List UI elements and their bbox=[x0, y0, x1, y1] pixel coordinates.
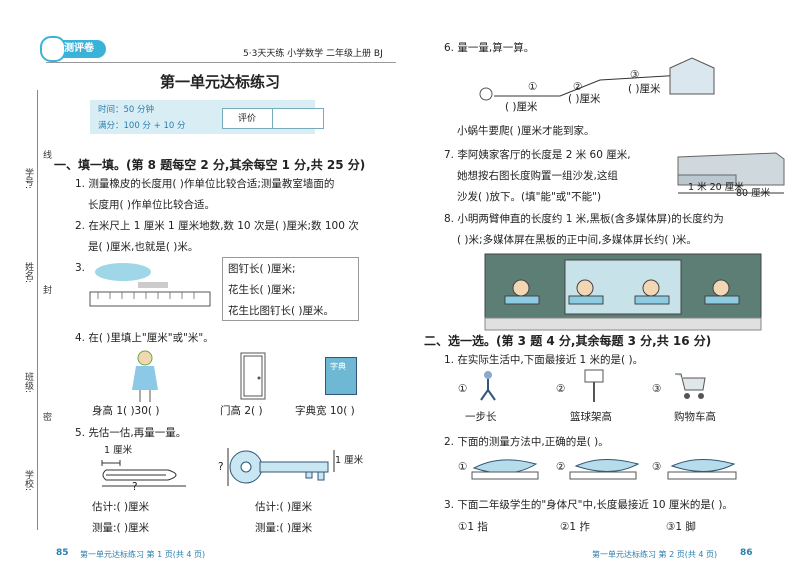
page-number-right: 86 bbox=[740, 548, 753, 558]
choice1-step: 一步长 bbox=[465, 411, 497, 423]
series-label: 5·3天天练 小学数学 二年级上册 BJ bbox=[243, 49, 383, 59]
seg1-unit: ( )厘米 bbox=[505, 101, 538, 113]
q7-line2: 她想按右图长度购置一组沙发,这组 bbox=[457, 170, 618, 182]
method3-number: ③ bbox=[652, 461, 662, 473]
q6-text: 6. 量一量,算一算。 bbox=[444, 42, 535, 54]
leaf-ruler-3 bbox=[667, 458, 737, 480]
side-xingming: 姓名: bbox=[23, 262, 33, 284]
section1-heading: 一、填一填。(第 8 题每空 2 分,其余每空 1 分,共 25 分) bbox=[54, 158, 366, 172]
q2-line2: 是( )厘米,也就是( )米。 bbox=[88, 241, 199, 253]
measure1: 测量:( )厘米 bbox=[92, 522, 150, 534]
seg3-unit: ( )厘米 bbox=[628, 83, 661, 95]
leaf-ruler-2 bbox=[569, 458, 640, 480]
q3-line1: 图钉长( )厘米; bbox=[228, 263, 296, 275]
score-label: 满分：100 分 + 10 分 bbox=[98, 121, 186, 131]
s2-q3: 3. 下面二年级学生的"身体尺"中,长度最接近 10 厘米的是( )。 bbox=[444, 499, 733, 511]
q2-line1: 2. 在米尺上 1 厘米 1 厘米地数,数 10 次是( )厘米;数 100 次 bbox=[75, 220, 359, 232]
side-mi: 密 bbox=[41, 412, 51, 421]
ruler-illustration bbox=[89, 263, 211, 307]
q7-line3: 沙发( )放下。(填"能"或"不能") bbox=[457, 191, 602, 203]
header-rule bbox=[46, 62, 396, 63]
door-illustration bbox=[240, 352, 266, 400]
cm-label1: 1 厘米 bbox=[104, 445, 133, 456]
shopping-cart-icon bbox=[675, 373, 706, 399]
sofa-length1: 1 米 20 厘米 bbox=[688, 182, 744, 193]
eval-divider bbox=[272, 108, 273, 129]
side-xuehao: 学号: bbox=[23, 168, 33, 190]
q4-item3: 字典宽 10( ) bbox=[295, 405, 355, 417]
q3-line3: 花生比图钉长( )厘米。 bbox=[228, 305, 335, 317]
binding-line bbox=[37, 90, 38, 530]
walker-icon bbox=[480, 371, 496, 401]
s2-q1: 1. 在实际生活中,下面最接近 1 米的是( )。 bbox=[444, 354, 644, 366]
badge-icon bbox=[40, 36, 66, 62]
q3-line2: 花生长( )厘米; bbox=[228, 284, 296, 296]
seg1-number: ① bbox=[528, 81, 538, 93]
page-title: 第一单元达标练习 bbox=[160, 73, 281, 91]
dictionary-label: 字典 bbox=[330, 362, 346, 371]
girl-illustration bbox=[132, 350, 158, 402]
choice1-cart: 购物车高 bbox=[674, 411, 716, 423]
q1-line1: 1. 测量橡皮的长度用( )作单位比较合适;测量教室墙面的 bbox=[75, 178, 335, 190]
sofa-illustration bbox=[677, 152, 785, 194]
eval-box bbox=[222, 108, 324, 129]
q7-line1: 7. 李阿姨家客厅的长度是 2 米 60 厘米, bbox=[444, 149, 631, 161]
side-banji: 班级: bbox=[23, 372, 33, 394]
side-xian: 线 bbox=[41, 150, 51, 159]
pin-illustration bbox=[101, 460, 186, 487]
q8-line1: 8. 小明两臂伸直的长度约 1 米,黑板(含多媒体屏)的长度约为 bbox=[444, 213, 724, 225]
q4-item2: 门高 2( ) bbox=[220, 405, 263, 417]
estimate2: 估计:( )厘米 bbox=[255, 501, 313, 513]
answer-finger: ①1 指 bbox=[458, 521, 488, 533]
badge-label: 测评卷 bbox=[64, 43, 94, 54]
q3-answer-box bbox=[222, 257, 359, 321]
key-illustration bbox=[227, 448, 335, 486]
s2-q2: 2. 下面的测量方法中,正确的是( )。 bbox=[444, 436, 609, 448]
seg3-number: ③ bbox=[630, 69, 640, 81]
snail-path-illustration bbox=[479, 57, 715, 101]
option2-number: ② bbox=[556, 383, 566, 395]
footer-right: 第一单元达标练习 第 2 页(共 4 页) bbox=[592, 550, 718, 559]
q8-line2: ( )米;多媒体屏在黑板的正中间,多媒体屏长约( )米。 bbox=[457, 234, 697, 246]
side-feng: 封 bbox=[41, 285, 51, 294]
method1-number: ① bbox=[458, 461, 468, 473]
question-mark1: ? bbox=[132, 481, 138, 493]
option1-number: ① bbox=[458, 383, 468, 395]
cm-label2: 1 厘米 bbox=[335, 455, 364, 466]
seg2-number: ② bbox=[573, 81, 583, 93]
eval-label: 评价 bbox=[238, 114, 257, 124]
option3-number: ③ bbox=[652, 383, 662, 395]
measure2: 测量:( )厘米 bbox=[255, 522, 313, 534]
q5-text: 5. 先估一估,再量一量。 bbox=[75, 427, 187, 439]
q4-text: 4. 在( )里填上"厘米"或"米"。 bbox=[75, 332, 214, 344]
sofa-length2: 80 厘米 bbox=[736, 188, 771, 199]
page-number-left: 85 bbox=[56, 548, 69, 558]
blackboard-illustration bbox=[484, 253, 762, 331]
dictionary-illustration bbox=[325, 357, 357, 395]
seg2-unit: ( )厘米 bbox=[568, 93, 601, 105]
q1-line2: 长度用( )作单位比较合适。 bbox=[88, 199, 216, 211]
basketball-hoop-icon bbox=[584, 369, 604, 402]
leaf-ruler-1 bbox=[471, 459, 539, 480]
method2-number: ② bbox=[556, 461, 566, 473]
q4-item1: 身高 1( )30( ) bbox=[92, 405, 160, 417]
answer-foot: ③1 脚 bbox=[666, 521, 696, 533]
time-label: 时间：50 分钟 bbox=[98, 105, 155, 115]
q6-summary: 小蜗牛要爬( )厘米才能到家。 bbox=[457, 125, 595, 137]
question-mark2: ? bbox=[218, 461, 224, 473]
section2-heading: 二、选一选。(第 3 题 4 分,其余每题 3 分,共 16 分) bbox=[424, 334, 712, 348]
choice1-hoop: 篮球架高 bbox=[570, 411, 612, 423]
answer-span: ②1 拃 bbox=[560, 521, 590, 533]
footer-left: 第一单元达标练习 第 1 页(共 4 页) bbox=[80, 550, 206, 559]
q3-number: 3. bbox=[75, 262, 86, 274]
side-xuexiao: 学校: bbox=[23, 470, 33, 492]
estimate1: 估计:( )厘米 bbox=[92, 501, 150, 513]
